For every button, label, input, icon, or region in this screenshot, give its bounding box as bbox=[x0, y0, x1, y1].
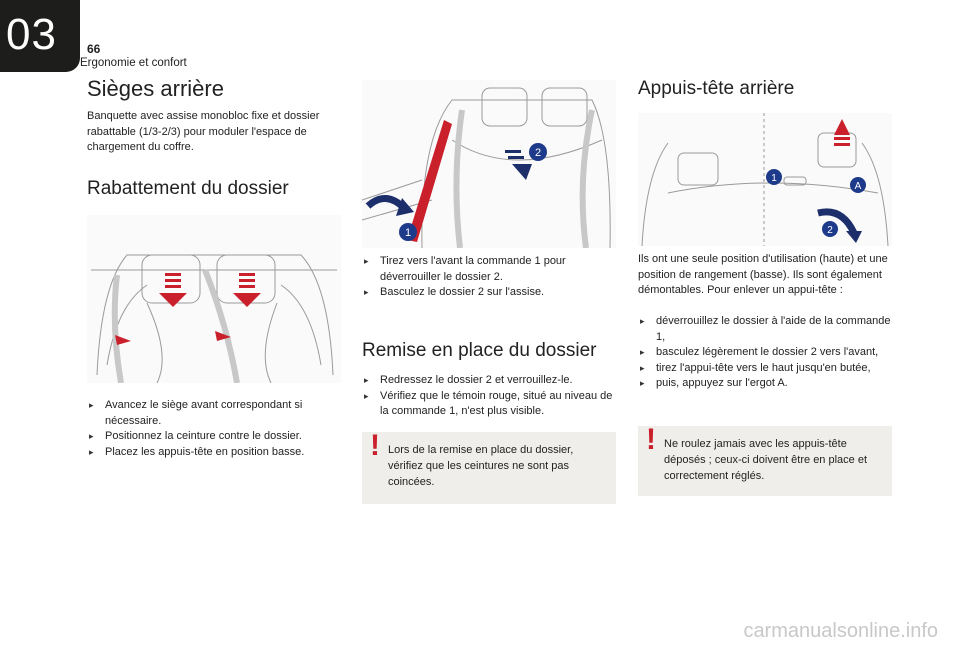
warning-box-headrests: ! Ne roulez jamais avec les appuis-tête … bbox=[638, 423, 892, 496]
warning-text: Ne roulez jamais avec les appuis-tête dé… bbox=[664, 438, 868, 482]
list-item: tirez l'appui-tête vers le haut jusqu'en… bbox=[638, 361, 894, 377]
intro-paragraph: Banquette avec assise monobloc fixe et d… bbox=[87, 110, 320, 153]
page-number: 66 bbox=[87, 42, 101, 56]
list-item: Positionnez la ceinture contre le dossie… bbox=[87, 429, 343, 445]
list-item: puis, appuyez sur l'ergot A. bbox=[638, 376, 894, 392]
seat-drawing bbox=[91, 254, 337, 383]
warning-icon: ! bbox=[646, 423, 656, 456]
badge-1: 1 bbox=[771, 173, 777, 184]
watermark: carmanualsonline.info bbox=[743, 620, 938, 642]
badge-2: 2 bbox=[535, 147, 541, 159]
list-item: Placez les appuis-tête en position basse… bbox=[87, 445, 343, 461]
title-headrests: Appuis-tête arrière bbox=[638, 78, 795, 99]
headrest-paragraph: Ils ont une seule position d'utilisation… bbox=[638, 253, 888, 296]
list-item: Tirez vers l'avant la commande 1 pour dé… bbox=[362, 254, 616, 285]
list-item: Vérifiez que le témoin rouge, situé au n… bbox=[362, 389, 616, 420]
warning-icon: ! bbox=[370, 429, 380, 462]
list-item: Basculez le dossier 2 sur l'assise. bbox=[362, 285, 616, 301]
chapter-number: 03 bbox=[6, 10, 57, 59]
release-steps: Tirez vers l'avant la commande 1 pour dé… bbox=[362, 254, 616, 301]
list-item: déverrouillez le dossier à l'aide de la … bbox=[638, 314, 894, 345]
badge-a: A bbox=[855, 181, 862, 192]
warning-box-belts: ! Lors de la remise en place du dossier,… bbox=[362, 429, 616, 504]
page-title: Sièges arrière bbox=[87, 76, 224, 101]
subtitle-restore: Remise en place du dossier bbox=[362, 340, 597, 361]
illustration-headrests-lowered bbox=[87, 215, 341, 383]
seat-release-drawing: 1 2 bbox=[362, 87, 611, 248]
badge-2: 2 bbox=[827, 225, 833, 236]
badge-1: 1 bbox=[405, 227, 411, 239]
illustration-headrest-removal: 1 A 2 bbox=[638, 113, 892, 246]
list-item: Redressez le dossier 2 et verrouillez-le… bbox=[362, 373, 616, 389]
list-item: Avancez le siège avant correspondant si … bbox=[87, 398, 343, 429]
folding-steps: Avancez le siège avant correspondant si … bbox=[87, 398, 343, 460]
section-title: Ergonomie et confort bbox=[80, 57, 187, 69]
headrest-steps: déverrouillez le dossier à l'aide de la … bbox=[638, 314, 894, 392]
warning-text: Lors de la remise en place du dossier, v… bbox=[388, 444, 574, 488]
subtitle-folding: Rabattement du dossier bbox=[87, 178, 289, 199]
headrest-drawing: 1 A 2 bbox=[641, 113, 889, 246]
illustration-seatback-release: 1 2 bbox=[362, 80, 616, 248]
list-item: basculez légèrement le dossier 2 vers l'… bbox=[638, 345, 894, 361]
chapter-tab: 03 bbox=[0, 0, 80, 72]
restore-steps: Redressez le dossier 2 et verrouillez-le… bbox=[362, 373, 616, 420]
